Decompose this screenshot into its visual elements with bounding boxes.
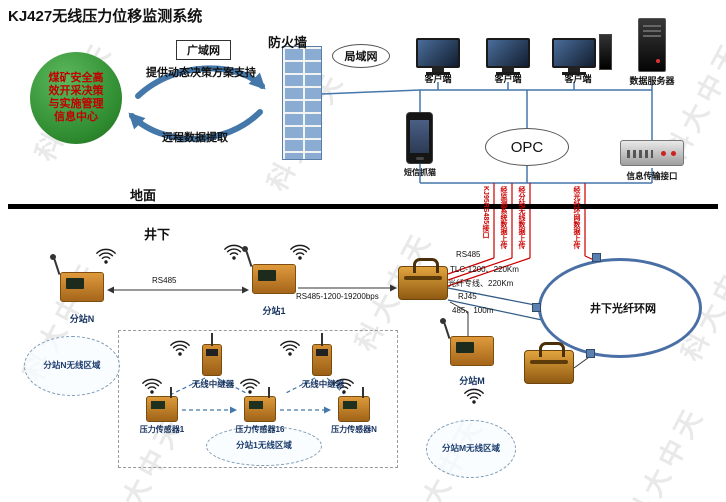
zone-m-label: 分站M无线区域 [441,443,501,454]
wifi-signal-icon [289,244,311,261]
support-label: 提供动态决策方案支持 [146,67,256,79]
client-computer-icon [416,38,460,68]
wan-label: 广域网 [176,40,231,60]
rs485-link-label: RS485 [152,276,177,285]
ring-node [532,303,541,312]
wifi-signal-icon [223,244,245,261]
uplink-caption: 经监测系统数据上传 [500,186,507,249]
485-100m-link-label: 485、100m [452,306,494,315]
opc-label: OPC [510,138,544,156]
portable-station-icon [398,258,448,300]
fiber-ring-label: 井下光纤环网 [590,303,656,315]
rs485-link-label: RS485 [456,250,481,259]
substation-1-label: 分站1 [262,306,286,316]
extract-label: 远程数据提取 [162,132,228,144]
substation-1-icon [242,246,296,294]
zone-1-cloud: 分站1无线区域 [206,426,322,466]
sms-modem-label: 短信抓猫 [404,168,436,177]
ring-node [586,349,595,358]
transmission-interface-icon [620,140,684,166]
client-tower-icon [599,34,612,70]
wireless-dashed-links [171,377,345,414]
zone-n-cloud: 分站N无线区域 [24,336,120,396]
info-center-line: 信息中心 [54,110,98,123]
lan-label: 局域网 [332,44,390,68]
fiber-link-label: 光纤专线、220Km [448,279,514,288]
data-server-icon [638,18,666,72]
page-title: KJ427无线压力位移监测系统 [8,8,203,25]
info-center-line: 与实施管理 [48,98,104,110]
wifi-signal-icon [95,248,117,265]
client-computer-icon [486,38,530,68]
substation-m-label: 分站M [459,376,485,386]
wireless-repeater-icon [312,333,332,376]
rj45-link-label: RJ45 [458,292,477,301]
pressure-sensor-icon [244,387,276,422]
client-label: 客户端 [564,74,592,84]
info-center-line: 煤矿安全高 [48,72,104,85]
wireless-repeater-label: 无线中继器 [301,379,345,389]
info-center-line: 效开采决策 [48,85,104,98]
serial-links [107,284,593,369]
wireless-repeater-icon [202,333,222,376]
zone-n-label: 分站N无线区域 [43,360,101,371]
uplink-caption: KJ95RS485接口 [482,186,489,239]
client-label: 客户端 [494,74,522,84]
fiber-links [447,287,543,321]
transmission-interface-label: 信息传输接口 [626,171,678,181]
wifi-signal-icon [463,388,485,405]
wireless-zone-boundary [118,330,398,468]
info-center-circle: 煤矿安全高 效开采决策 与实施管理 信息中心 [30,52,122,144]
surface-label: 地面 [130,188,157,203]
pressure-sensor-icon [338,387,370,422]
zone-m-cloud: 分站M无线区域 [426,420,516,478]
pressure-sensor-label: 压力传感器1 [139,425,185,434]
substation-m-icon [440,318,494,366]
opc-node: OPC [485,128,569,166]
substation-n-icon [50,254,104,302]
lan-bus-lines [321,82,653,184]
ring-node [592,253,601,262]
uplink-caption: 经光纤环网数据上传 [573,186,580,249]
underground-label: 井下 [144,227,171,242]
client-computer-icon [552,38,596,68]
pressure-sensor-icon [146,387,178,422]
wireless-repeater-label: 无线中继器 [191,379,235,389]
server-label: 数据服务器 [629,76,675,86]
firewall-label: 防火墙 [268,35,308,50]
uplink-caption: 经分站无线数据上传 [518,186,525,249]
tlc-link-label: TLC-1200、220Km [450,265,519,274]
rs485-bps-link-label: RS485-1200-19200bps [296,292,379,301]
sms-modem-icon [406,112,433,164]
client-label: 客户端 [424,74,452,84]
surface-divider [8,204,718,209]
firewall-icon [282,46,322,160]
decision-cycle-arrows [128,65,266,142]
portable-station-icon [524,342,574,384]
substation-n-label: 分站N [69,314,95,324]
zone-1-label: 分站1无线区域 [236,440,292,451]
pressure-sensor-label: 压力传感器16 [235,425,285,434]
pressure-sensor-label: 压力传感器N [331,425,377,434]
